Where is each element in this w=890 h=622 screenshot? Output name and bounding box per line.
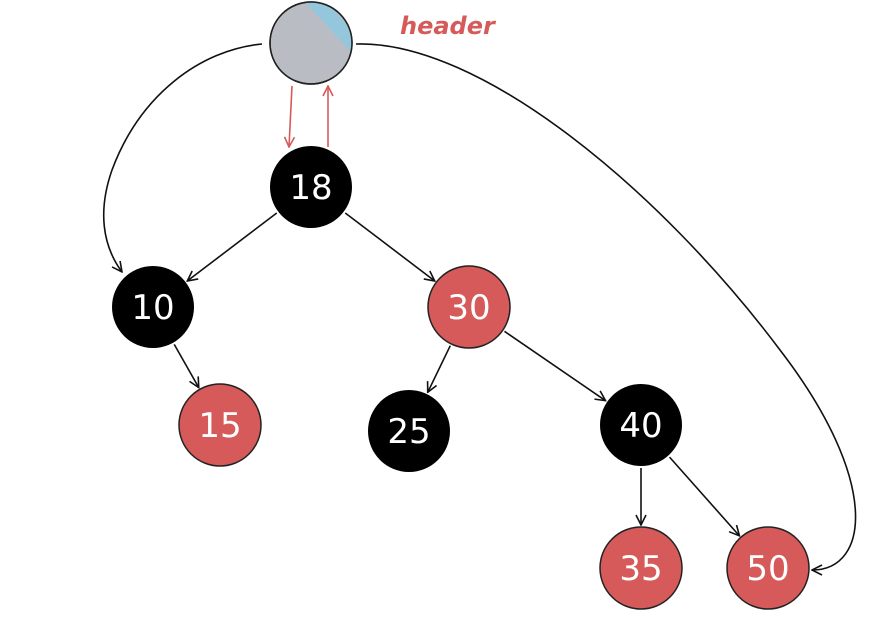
node-label-10: 10 [131,288,174,328]
tree-node-35: 35 [599,526,683,610]
node-circle-50 [726,526,810,610]
header-link-header-n50 [355,43,857,570]
tree-node-10: 10 [112,266,194,348]
header-label: header [400,12,497,40]
node-label-50: 50 [746,549,789,589]
node-circle-10 [112,266,194,348]
nodes-layer: 18 10 30 15 25 40 35 50 [112,146,810,610]
node-circle-35 [599,526,683,610]
header-node [269,1,353,85]
tree-node-50: 50 [726,526,810,610]
edge-n40-n50 [668,456,740,536]
tree-node-15: 15 [178,383,262,467]
node-label-15: 15 [198,406,241,446]
edges-layer [102,43,857,570]
edge-n18-n30 [344,212,435,281]
node-circle-40 [600,384,682,466]
header-link-header-n10 [102,43,263,272]
edge-n10-n15 [173,343,199,387]
header-link-header-n18 [289,85,292,147]
node-label-40: 40 [619,406,662,446]
node-label-30: 30 [447,288,490,328]
node-label-25: 25 [387,412,430,452]
tree-node-18: 18 [270,146,352,228]
tree-node-25: 25 [368,390,450,472]
tree-node-30: 30 [427,265,511,349]
node-label-18: 18 [289,168,332,208]
edge-n30-n40 [504,330,605,400]
edge-n18-n10 [187,212,278,281]
node-circle-18 [270,146,352,228]
node-label-35: 35 [619,549,662,589]
node-circle-25 [368,390,450,472]
node-circle-30 [427,265,511,349]
edge-n30-n25 [428,345,451,393]
tree-node-40: 40 [600,384,682,466]
node-circle-15 [178,383,262,467]
